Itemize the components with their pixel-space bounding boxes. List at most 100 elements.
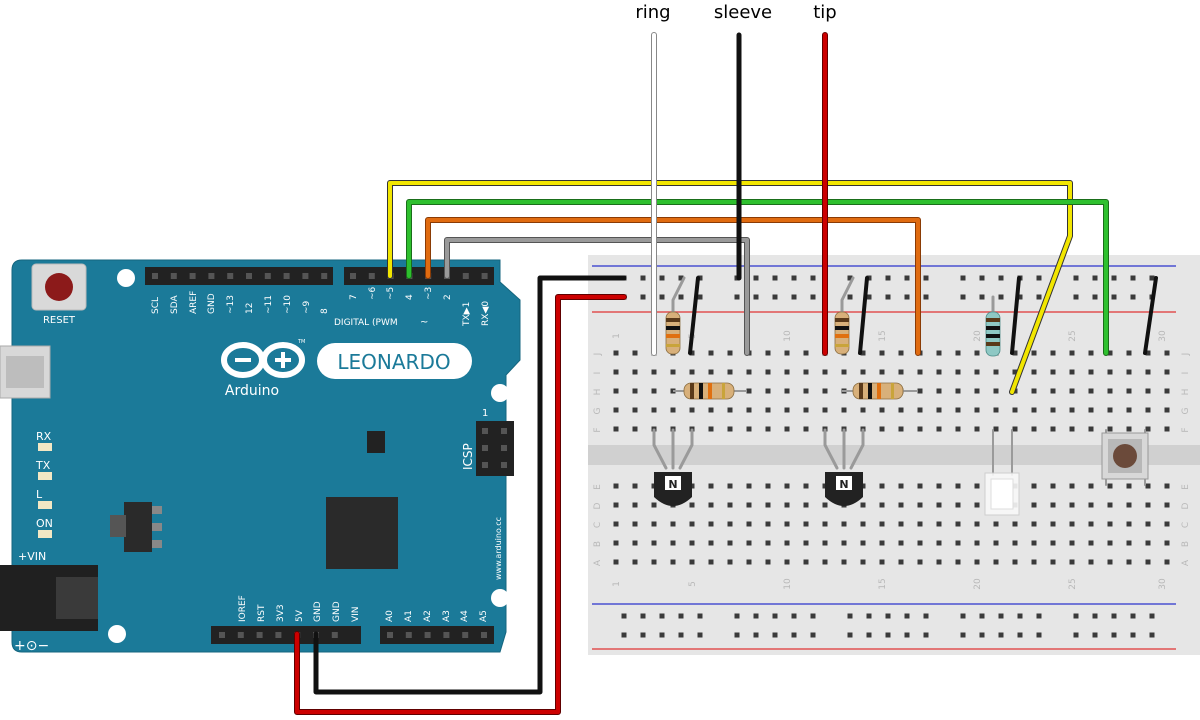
wire-5v-to-rail-core bbox=[295, 295, 626, 714]
breadboard-hole bbox=[670, 407, 676, 413]
rail-hole bbox=[960, 613, 966, 619]
breadboard-hole bbox=[955, 369, 961, 375]
breadboard-hole bbox=[765, 521, 771, 527]
col-number-20-bottom: 20 bbox=[973, 578, 983, 590]
resistor-vertical-3 bbox=[985, 311, 1001, 357]
rail-hole bbox=[640, 294, 646, 300]
breadboard-hole bbox=[1126, 407, 1132, 413]
breadboard-hole bbox=[822, 388, 828, 394]
pin-label-3v3: 3V3 bbox=[276, 604, 286, 622]
breadboard-hole bbox=[1031, 559, 1037, 565]
breadboard-hole bbox=[898, 483, 904, 489]
breadboard-hole bbox=[765, 483, 771, 489]
breadboard-hole bbox=[1145, 559, 1151, 565]
wire-green-pin4-core bbox=[407, 200, 1108, 355]
breadboard-hole bbox=[841, 369, 847, 375]
header-pin bbox=[462, 273, 469, 279]
rail-hole bbox=[1149, 613, 1155, 619]
breadboard-hole bbox=[613, 426, 619, 432]
breadboard-hole bbox=[1050, 426, 1056, 432]
pin-label-vin: VIN bbox=[351, 606, 361, 622]
rail-hole bbox=[923, 613, 929, 619]
breadboard-hole bbox=[974, 502, 980, 508]
rail-hole bbox=[1092, 294, 1098, 300]
header-pin bbox=[481, 273, 488, 279]
trademark-label: TM bbox=[297, 339, 305, 345]
breadboard-hole bbox=[784, 502, 790, 508]
breadboard-hole bbox=[1069, 559, 1075, 565]
breadboard-hole bbox=[1126, 369, 1132, 375]
rail-hole bbox=[772, 613, 778, 619]
breadboard-hole bbox=[613, 407, 619, 413]
breadboard-hole bbox=[613, 350, 619, 356]
breadboard-hole bbox=[1031, 426, 1037, 432]
col-number-15-bottom: 15 bbox=[878, 578, 888, 589]
pin-label-12: 12 bbox=[245, 303, 255, 314]
breadboard-hole bbox=[917, 388, 923, 394]
breadboard-hole bbox=[860, 502, 866, 508]
breadboard-hole bbox=[1145, 521, 1151, 527]
rail-hole bbox=[1111, 294, 1117, 300]
pin-label-aref: AREF bbox=[189, 291, 199, 314]
breadboard-hole bbox=[974, 388, 980, 394]
breadboard-hole bbox=[651, 407, 657, 413]
breadboard-hole bbox=[1126, 521, 1132, 527]
analog-header bbox=[380, 626, 494, 644]
jumper-black-2 bbox=[858, 276, 869, 355]
rail-hole bbox=[1092, 632, 1098, 638]
breadboard-hole bbox=[651, 521, 657, 527]
header-pin bbox=[462, 632, 469, 638]
jumper-black-4 bbox=[1143, 276, 1158, 355]
rail-hole bbox=[753, 294, 759, 300]
breadboard-hole bbox=[784, 369, 790, 375]
row-letter-a: A bbox=[593, 559, 603, 566]
breadboard-hole bbox=[841, 559, 847, 565]
breadboard-hole bbox=[860, 407, 866, 413]
breadboard-hole bbox=[822, 502, 828, 508]
row-letter-e: E bbox=[593, 484, 603, 490]
breadboard-hole bbox=[1107, 540, 1113, 546]
breadboard-hole bbox=[974, 369, 980, 375]
rail-hole bbox=[960, 632, 966, 638]
rail-hole bbox=[847, 275, 853, 281]
pin-label-ioref: IOREF bbox=[238, 595, 248, 622]
breadboard-hole bbox=[784, 540, 790, 546]
breadboard-hole bbox=[955, 426, 961, 432]
breadboard-hole bbox=[670, 369, 676, 375]
breadboard-hole bbox=[784, 559, 790, 565]
rail-hole bbox=[640, 275, 646, 281]
breadboard-hole bbox=[936, 559, 942, 565]
breadboard-hole bbox=[917, 521, 923, 527]
wire-gnd-to-rail bbox=[313, 275, 627, 695]
resistors bbox=[665, 311, 1001, 400]
led-tx bbox=[38, 472, 52, 480]
arduino-brand-label: Arduino bbox=[225, 383, 279, 399]
wire-orange-pin3-core bbox=[426, 218, 920, 355]
header-pin bbox=[331, 632, 338, 638]
breadboard-hole bbox=[1107, 388, 1113, 394]
breadboard-hole bbox=[746, 521, 752, 527]
breadboard-hole bbox=[708, 483, 714, 489]
ring-label: ring bbox=[635, 2, 670, 23]
breadboard-hole bbox=[803, 540, 809, 546]
breadboard-hole bbox=[1145, 426, 1151, 432]
pin-label-9: ~9 bbox=[302, 300, 312, 314]
breadboard-hole bbox=[860, 540, 866, 546]
breadboard-hole bbox=[1107, 350, 1113, 356]
breadboard-hole bbox=[898, 521, 904, 527]
rail-hole bbox=[979, 632, 985, 638]
pin-label-rst: RST bbox=[257, 604, 267, 622]
breadboard-hole bbox=[936, 540, 942, 546]
breadboard-hole bbox=[803, 502, 809, 508]
push-button[interactable] bbox=[1101, 432, 1149, 480]
transistor-2-legs bbox=[823, 428, 865, 470]
breadboard-hole bbox=[1031, 502, 1037, 508]
breadboard-hole bbox=[1145, 350, 1151, 356]
breadboard-hole bbox=[1107, 521, 1113, 527]
breadboard-hole bbox=[689, 369, 695, 375]
breadboard-hole bbox=[670, 559, 676, 565]
breadboard-hole bbox=[936, 350, 942, 356]
breadboard-hole bbox=[1164, 350, 1170, 356]
breadboard-hole bbox=[955, 559, 961, 565]
